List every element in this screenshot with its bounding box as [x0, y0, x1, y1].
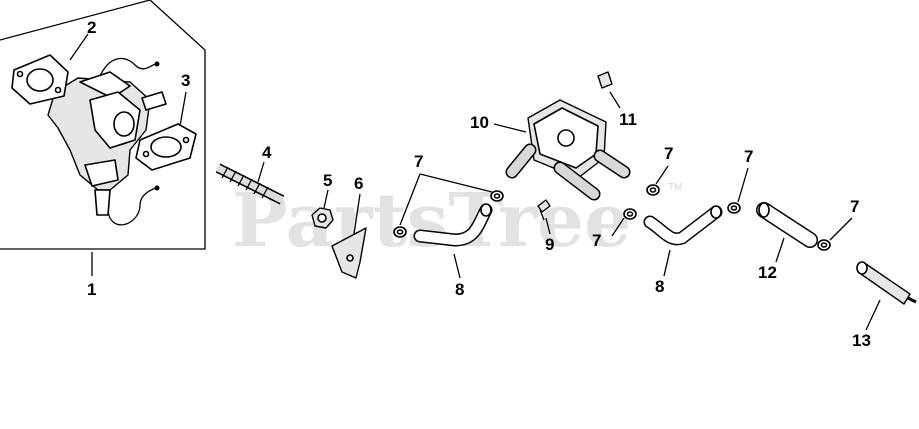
callout-5: 5: [323, 171, 332, 190]
clamp[interactable]: [490, 190, 504, 202]
clamp[interactable]: [393, 226, 407, 238]
leader-7e: [829, 217, 853, 241]
callout-11: 11: [619, 110, 637, 129]
leader-10: [493, 123, 527, 133]
callout-8a: 8: [455, 280, 464, 299]
callout-7d: 7: [744, 147, 753, 166]
fuel-hose-8b[interactable]: [643, 205, 723, 246]
leader-11: [609, 91, 621, 109]
leader-6: [353, 193, 361, 235]
clamp[interactable]: [646, 184, 660, 196]
clamp[interactable]: [727, 202, 741, 214]
watermark-text: PartsTree: [232, 178, 631, 264]
nut[interactable]: [311, 207, 334, 229]
gasket-3[interactable]: [135, 123, 197, 171]
leader-3: [179, 91, 187, 127]
fuel-pump[interactable]: [505, 99, 631, 201]
gasket-2[interactable]: [11, 54, 69, 105]
leader-2: [69, 33, 89, 61]
clip[interactable]: [597, 71, 613, 89]
fuel-filter[interactable]: [856, 261, 917, 305]
leader-7a: [399, 173, 493, 226]
leader-7d: [737, 167, 749, 203]
callout-7e: 7: [850, 197, 859, 216]
leader-5: [323, 189, 329, 209]
callout-13: 13: [852, 331, 871, 350]
callout-6: 6: [354, 174, 363, 193]
leader-9: [545, 217, 551, 235]
callout-9: 9: [545, 235, 554, 254]
callout-7a: 7: [414, 152, 423, 171]
leader-7c: [611, 217, 625, 237]
leader-12: [775, 237, 785, 263]
callout-7b: 7: [664, 144, 673, 163]
carburetor-assembly[interactable]: [47, 57, 167, 226]
stud[interactable]: [215, 163, 285, 205]
callout-4: 4: [262, 143, 272, 162]
leader-8b: [663, 249, 671, 277]
callout-10: 10: [470, 113, 489, 132]
callout-7c: 7: [592, 231, 601, 250]
leader-7b: [655, 165, 669, 185]
fuel-hose-8a[interactable]: [413, 203, 493, 247]
leader-13: [865, 299, 881, 331]
callout-2: 2: [87, 18, 96, 37]
assembly-frame: [0, 0, 206, 250]
clamp[interactable]: [623, 208, 637, 220]
bracket[interactable]: [331, 227, 367, 279]
clamp[interactable]: [817, 239, 831, 251]
watermark: PartsTree TM: [232, 178, 682, 264]
fuel-hose-12[interactable]: [756, 202, 818, 248]
watermark-trademark: TM: [668, 182, 682, 193]
leader-8a: [453, 253, 461, 279]
callout-1: 1: [87, 280, 96, 299]
screw[interactable]: [537, 199, 551, 221]
callout-3: 3: [181, 71, 190, 90]
leader-4: [257, 161, 265, 183]
callout-12: 12: [758, 263, 777, 282]
callout-8b: 8: [655, 277, 664, 296]
